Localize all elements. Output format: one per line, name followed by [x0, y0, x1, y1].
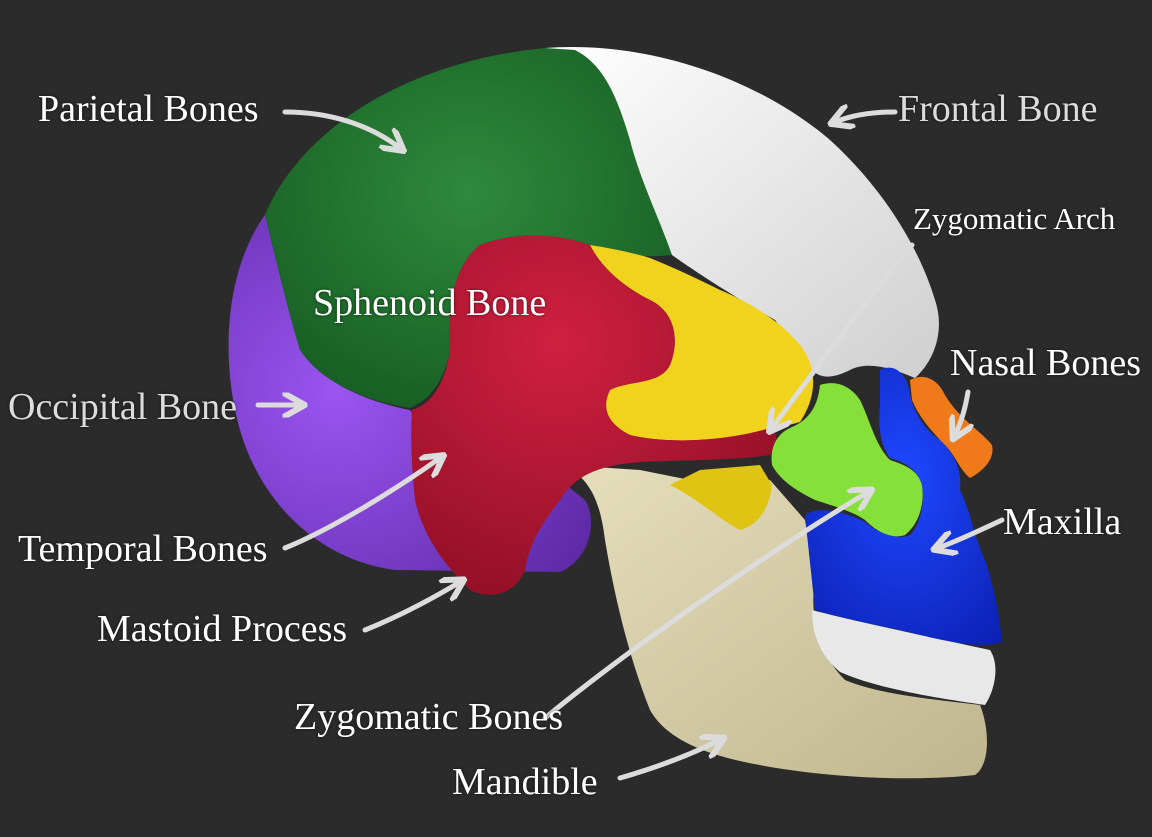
temporal-bone-shape [411, 235, 777, 595]
zygomatic-bone-shape [771, 383, 923, 537]
parietal-bone-shape [265, 48, 672, 408]
maxilla-shape [805, 367, 1002, 645]
maxilla-arrow [938, 517, 1005, 548]
label-mandible: Mandible [452, 761, 598, 803]
label-mastoid-process: Mastoid Process [97, 608, 348, 650]
label-temporal-bones: Temporal Bones [18, 528, 268, 570]
label-sphenoid-bone: Sphenoid Bone [313, 282, 547, 324]
frontal-arrow [835, 112, 898, 122]
label-frontal-bone: Frontal Bone [898, 88, 1098, 130]
label-parietal-bones: Parietal Bones [38, 88, 259, 130]
label-occipital-bone: Occipital Bone [8, 386, 237, 428]
zygomatic-bones-arrow [542, 492, 868, 721]
zygomatic-arch-arrow [772, 242, 915, 428]
parietal-arrow [282, 109, 400, 148]
label-maxilla: Maxilla [1003, 501, 1122, 543]
nasal-arrow [955, 389, 968, 435]
sphenoid-bone-shape [590, 245, 814, 441]
mandible-shape [565, 465, 987, 779]
temporal-arrow [282, 458, 440, 551]
arrows [255, 109, 1005, 781]
label-nasal-bones: Nasal Bones [950, 342, 1142, 384]
label-zygomatic-arch: Zygomatic Arch [913, 201, 1116, 236]
label-zygomatic-bones: Zygomatic Bones [294, 696, 564, 738]
frontal-bone-shape [545, 46, 939, 378]
sphenoid-lower-shape [670, 465, 772, 530]
mandible-arrow [617, 740, 720, 781]
mastoid-arrow [362, 582, 460, 633]
teeth-shape [812, 610, 996, 705]
